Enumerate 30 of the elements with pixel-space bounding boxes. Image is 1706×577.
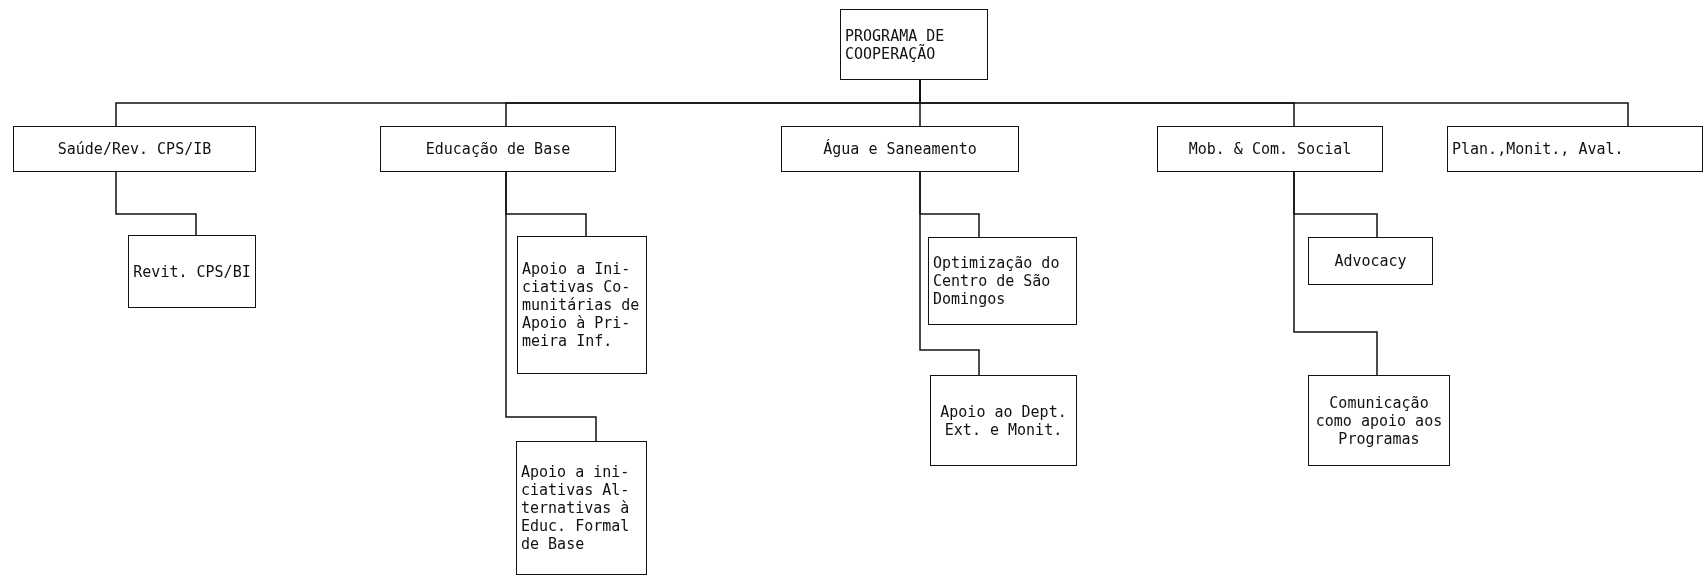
connector-line (1293, 171, 1378, 376)
org-unit-box (1308, 237, 1433, 285)
unit-name: Apoio a Ini- ciativas Co- munitárias de Apoio à Pri- meira Inf. (522, 260, 641, 350)
unit-name: Apoio a ini- ciativas Al- ternativas à Educ. Formal de Base (521, 463, 631, 553)
org-unit-box (930, 375, 1077, 466)
org-unit-box (1157, 126, 1383, 172)
unit-name: Água e Saneamento (822, 140, 978, 158)
connector-line (115, 171, 197, 236)
org-unit-box (128, 235, 256, 308)
org-unit-box (13, 126, 256, 172)
connector-line (919, 171, 980, 376)
unit-name: Advocacy (1333, 252, 1408, 270)
unit-name: Apoio ao Dept. Ext. e Monit. (939, 402, 1068, 439)
unit-name: PROGRAMA DE COOPERAÇÃO (845, 26, 946, 63)
connector-line (505, 171, 597, 442)
unit-name: Mob. & Com. Social (1187, 140, 1353, 158)
org-unit-box (517, 236, 647, 374)
org-unit-box (781, 126, 1019, 172)
org-unit-box (1447, 126, 1703, 172)
org-unit-box (516, 441, 647, 575)
unit-name: Saúde/Rev. CPS/IB (56, 140, 213, 158)
org-unit-box (380, 126, 616, 172)
unit-name: Optimização do Centro de São Domingos (933, 254, 1061, 308)
unit-name: Educação de Base (424, 140, 572, 158)
unit-name: Plan.,Monit., Aval. (1452, 140, 1625, 158)
org-unit-box (840, 9, 988, 80)
unit-name: Revit. CPS/BI (133, 262, 251, 281)
org-unit-box (1308, 375, 1450, 466)
unit-name: Comunicação como apoio aos Programas (1314, 393, 1444, 448)
org-unit-box (928, 237, 1077, 325)
